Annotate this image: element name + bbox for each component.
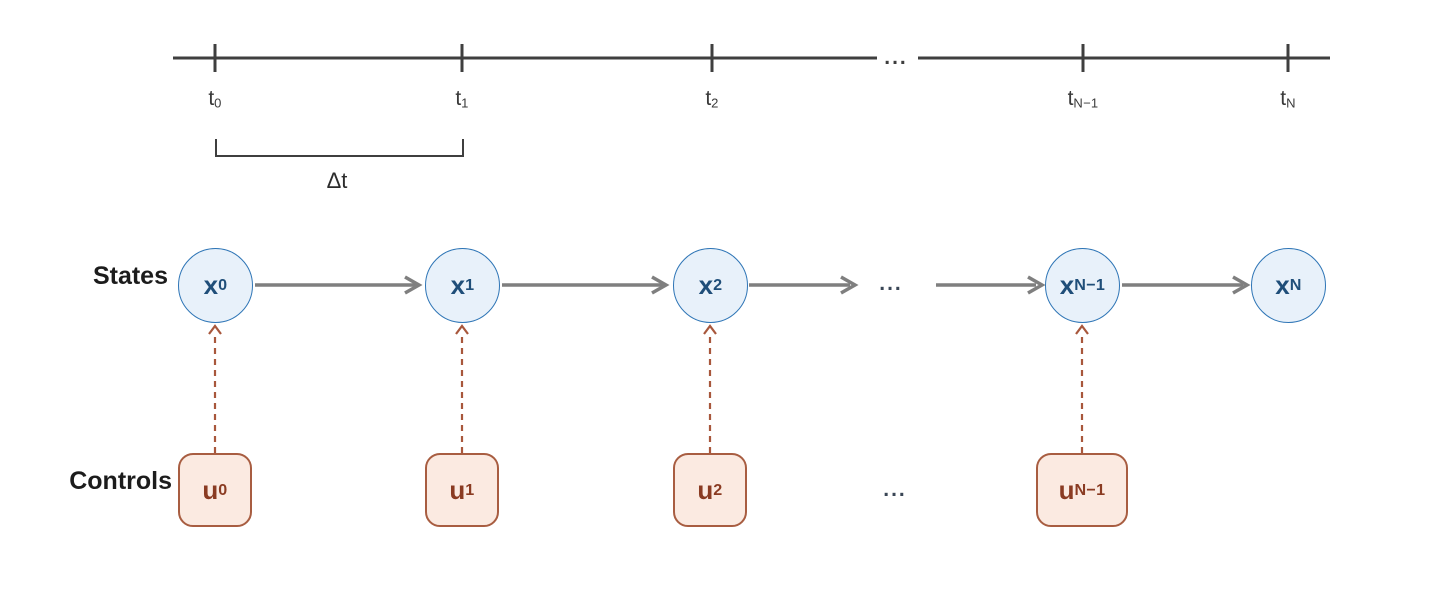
- states-ellipsis: ...: [879, 272, 903, 295]
- timeline-label-tN-base: t: [1280, 87, 1287, 110]
- timeline-label-t2: t2: [667, 87, 757, 111]
- timeline-label-tN-sub: N: [1286, 95, 1296, 111]
- state-node-xN-1-base: x: [1059, 270, 1075, 300]
- delta-t-label: Δt: [326, 168, 348, 193]
- timeline-label-tN: tN: [1243, 87, 1333, 111]
- control-node-u0-base: u: [202, 474, 219, 505]
- control-node-u2-sub: 2: [713, 480, 723, 499]
- control-node-uN-1-base: u: [1058, 474, 1075, 505]
- state-node-xN-sub: N: [1289, 276, 1302, 294]
- state-node-x2-sub: 2: [713, 276, 723, 294]
- state-node-x1-sub: 1: [465, 276, 475, 294]
- timeline-label-t0-base: t: [208, 87, 215, 110]
- timeline-label-t2-sub: 2: [711, 95, 719, 111]
- delta-t-bracket: [215, 139, 464, 157]
- timeline-label-tN-1: tN−1: [1038, 87, 1128, 111]
- state-node-x0-sub: 0: [218, 276, 228, 294]
- control-node-u0-sub: 0: [218, 480, 228, 499]
- control-node-u1-sub: 1: [465, 480, 475, 499]
- timeline-ellipsis: ...: [884, 46, 908, 69]
- state-transition-arrows: [255, 275, 1251, 295]
- state-node-xN-1-sub: N−1: [1074, 276, 1106, 294]
- state-node-x1-base: x: [450, 270, 466, 300]
- control-node-u1-base: u: [449, 474, 466, 505]
- timeline-label-t1: t1: [417, 87, 507, 111]
- controls-row-label: Controls: [69, 467, 172, 495]
- control-node-u2-base: u: [697, 474, 714, 505]
- state-node-x0-base: x: [203, 270, 219, 300]
- controls-ellipsis: ...: [883, 478, 907, 501]
- timeline-label-tN-1-base: t: [1067, 87, 1074, 110]
- states-row-label: States: [92, 262, 168, 290]
- timeline-label-tN-1-sub: N−1: [1073, 95, 1099, 111]
- state-node-x2-base: x: [698, 270, 714, 300]
- control-node-uN-1-sub: N−1: [1074, 480, 1106, 499]
- timeline-label-t1-base: t: [455, 87, 462, 110]
- timeline-label-t2-base: t: [705, 87, 712, 110]
- timeline-label-t1-sub: 1: [461, 95, 469, 111]
- state-node-xN-base: x: [1275, 270, 1290, 300]
- timeline-label-t0: t0: [170, 87, 260, 111]
- control-to-state-arrows: [208, 324, 1089, 453]
- timeline-label-t0-sub: 0: [214, 95, 222, 111]
